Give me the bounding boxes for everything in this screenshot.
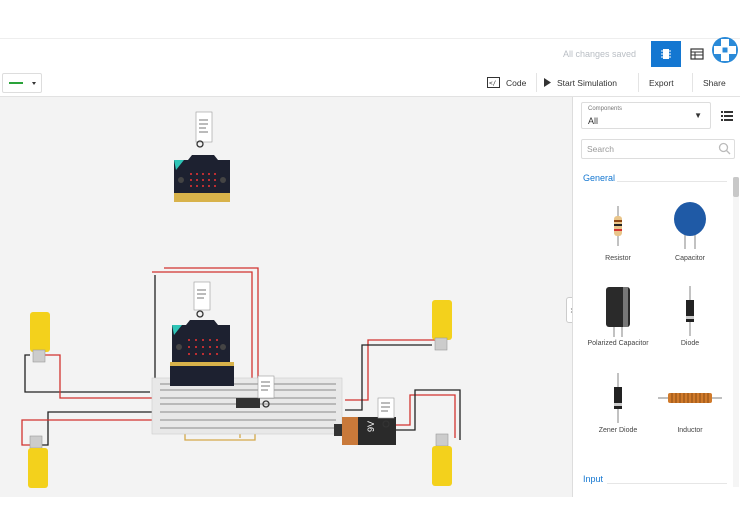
search-input[interactable]: Search (581, 139, 735, 159)
code-icon: </ (487, 77, 500, 88)
top-bar: All changes saved (0, 37, 740, 70)
table-icon (690, 48, 704, 60)
user-avatar[interactable] (710, 37, 740, 63)
circuit-view-button[interactable] (651, 41, 681, 67)
export-label: Export (649, 77, 674, 88)
start-simulation-label: Start Simulation (557, 77, 617, 88)
toolbar: </ Code Start Simulation Export Share (0, 69, 740, 97)
components-panel: Components All ▼ Search General Resistor (572, 97, 740, 497)
circuit-canvas[interactable]: 9V (0, 97, 572, 497)
chip-icon (661, 49, 671, 59)
wire-color-select[interactable] (2, 73, 42, 93)
component-polarized-capacitor[interactable]: Polarized Capacitor (583, 282, 653, 348)
list-view-button[interactable] (721, 108, 733, 126)
wire-color-swatch-icon (9, 82, 36, 85)
zener-diode-icon (614, 373, 622, 423)
scrollbar-thumb[interactable] (733, 177, 739, 197)
panel-scrollbar[interactable] (733, 177, 739, 487)
component-name: Inductor (677, 427, 703, 434)
component-resistor[interactable]: Resistor (583, 197, 653, 263)
resistor-icon (614, 206, 622, 246)
share-button[interactable]: Share (692, 73, 736, 92)
diode-icon (686, 286, 694, 336)
component-capacitor[interactable]: Capacitor (655, 197, 725, 263)
component-name: Resistor (605, 255, 631, 262)
motor-top-left[interactable] (30, 312, 50, 363)
code-button[interactable]: </ Code (481, 73, 532, 92)
component-name: Polarized Capacitor (587, 340, 649, 347)
export-button[interactable]: Export (638, 73, 684, 92)
share-label: Share (703, 77, 726, 88)
components-dropdown-value: All (588, 116, 599, 126)
circuit-drawing: 9V (21, 111, 461, 488)
component-diode[interactable]: Diode (655, 282, 725, 348)
search-icon (718, 142, 731, 155)
section-input[interactable]: Input (583, 474, 604, 484)
component-name: Diode (680, 340, 700, 347)
battery-9v[interactable]: 9V (334, 397, 396, 445)
inductor-icon (658, 393, 722, 403)
avatar-icon (712, 37, 738, 63)
polarized-capacitor-icon (606, 287, 630, 337)
section-divider (607, 483, 727, 484)
motor-bottom-left[interactable] (28, 435, 48, 488)
component-name: Zener Diode (598, 427, 638, 434)
motor-driver[interactable] (236, 375, 275, 408)
microbit-top[interactable] (174, 111, 230, 202)
microbit-main[interactable] (170, 281, 234, 386)
components-dropdown[interactable]: Components All ▼ (581, 102, 711, 129)
start-simulation-button[interactable]: Start Simulation (536, 73, 633, 92)
capacitor-icon (674, 202, 706, 249)
component-zener-diode[interactable]: Zener Diode (583, 369, 653, 435)
save-status: All changes saved (562, 49, 636, 59)
search-placeholder: Search (587, 144, 614, 154)
motor-bottom-right[interactable] (432, 433, 452, 486)
caret-down-icon: ▼ (694, 111, 702, 120)
component-inductor[interactable]: Inductor (655, 369, 725, 435)
battery-label: 9V (366, 421, 376, 432)
play-icon (544, 78, 551, 87)
schematic-view-button[interactable] (682, 41, 712, 67)
section-divider (617, 181, 727, 182)
list-icon (721, 111, 733, 121)
section-general[interactable]: General (583, 173, 616, 183)
svg-text:</: </ (489, 80, 497, 87)
component-name: Capacitor (675, 255, 705, 262)
components-dropdown-label: Components (588, 106, 623, 112)
code-label: Code (506, 77, 527, 88)
motor-top-right[interactable] (432, 300, 452, 351)
